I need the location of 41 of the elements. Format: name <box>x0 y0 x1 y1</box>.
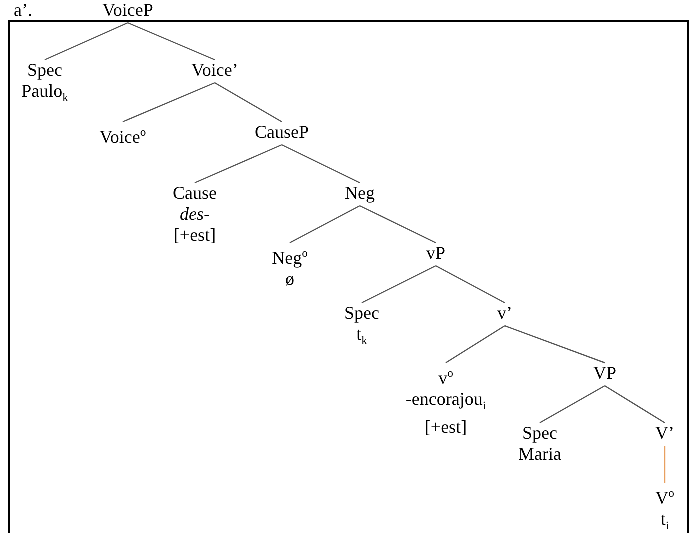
branch-line <box>122 82 216 123</box>
lexical-item: -encorajou$_{i}$ <box>406 389 486 415</box>
category-label: Voice$^{o}$ <box>100 125 146 148</box>
lexical-item: Maria <box>518 444 562 465</box>
category-label: VP <box>594 363 616 384</box>
category-label: Spec <box>26 60 64 81</box>
branch-line <box>360 205 436 244</box>
category-label: Spec <box>344 303 380 324</box>
category-label: VoiceP <box>102 0 154 21</box>
lexical-item: ø <box>284 269 296 290</box>
branch-line <box>504 325 606 364</box>
category-label: Spec <box>522 423 558 444</box>
branch-line <box>194 144 282 184</box>
branch-line <box>282 144 360 184</box>
example-label: a’. <box>14 0 32 20</box>
branch-line <box>436 265 506 304</box>
category-label: V$^{o}$ <box>656 486 674 509</box>
branch-line <box>362 265 436 304</box>
category-label: vP <box>426 243 446 264</box>
branch-line <box>540 385 606 424</box>
category-label: CauseP <box>255 122 309 143</box>
lexical-item: t$_{k}$ <box>356 324 368 350</box>
lexical-item: t$_{i}$ <box>660 509 670 533</box>
branch-line <box>604 385 666 424</box>
category-label: Neg$^{o}$ <box>272 246 308 269</box>
branch-line <box>128 22 216 61</box>
branch-line <box>44 22 128 61</box>
lexical-item: [+est] <box>173 225 217 246</box>
category-label: Cause <box>173 183 217 204</box>
projection-line <box>664 446 666 483</box>
category-label: Voice’ <box>192 60 238 81</box>
branch-line <box>214 82 282 123</box>
category-label: v$^{o}$ <box>438 366 454 389</box>
lexical-item: [+est] <box>424 416 468 438</box>
lexical-item: des- <box>179 204 211 225</box>
branch-line <box>446 326 506 364</box>
category-label: v’ <box>498 303 512 324</box>
lexical-item: Paulo$_{k}$ <box>22 81 68 107</box>
category-label: Neg <box>345 183 375 204</box>
branch-line <box>290 205 360 244</box>
category-label: V’ <box>656 423 674 444</box>
